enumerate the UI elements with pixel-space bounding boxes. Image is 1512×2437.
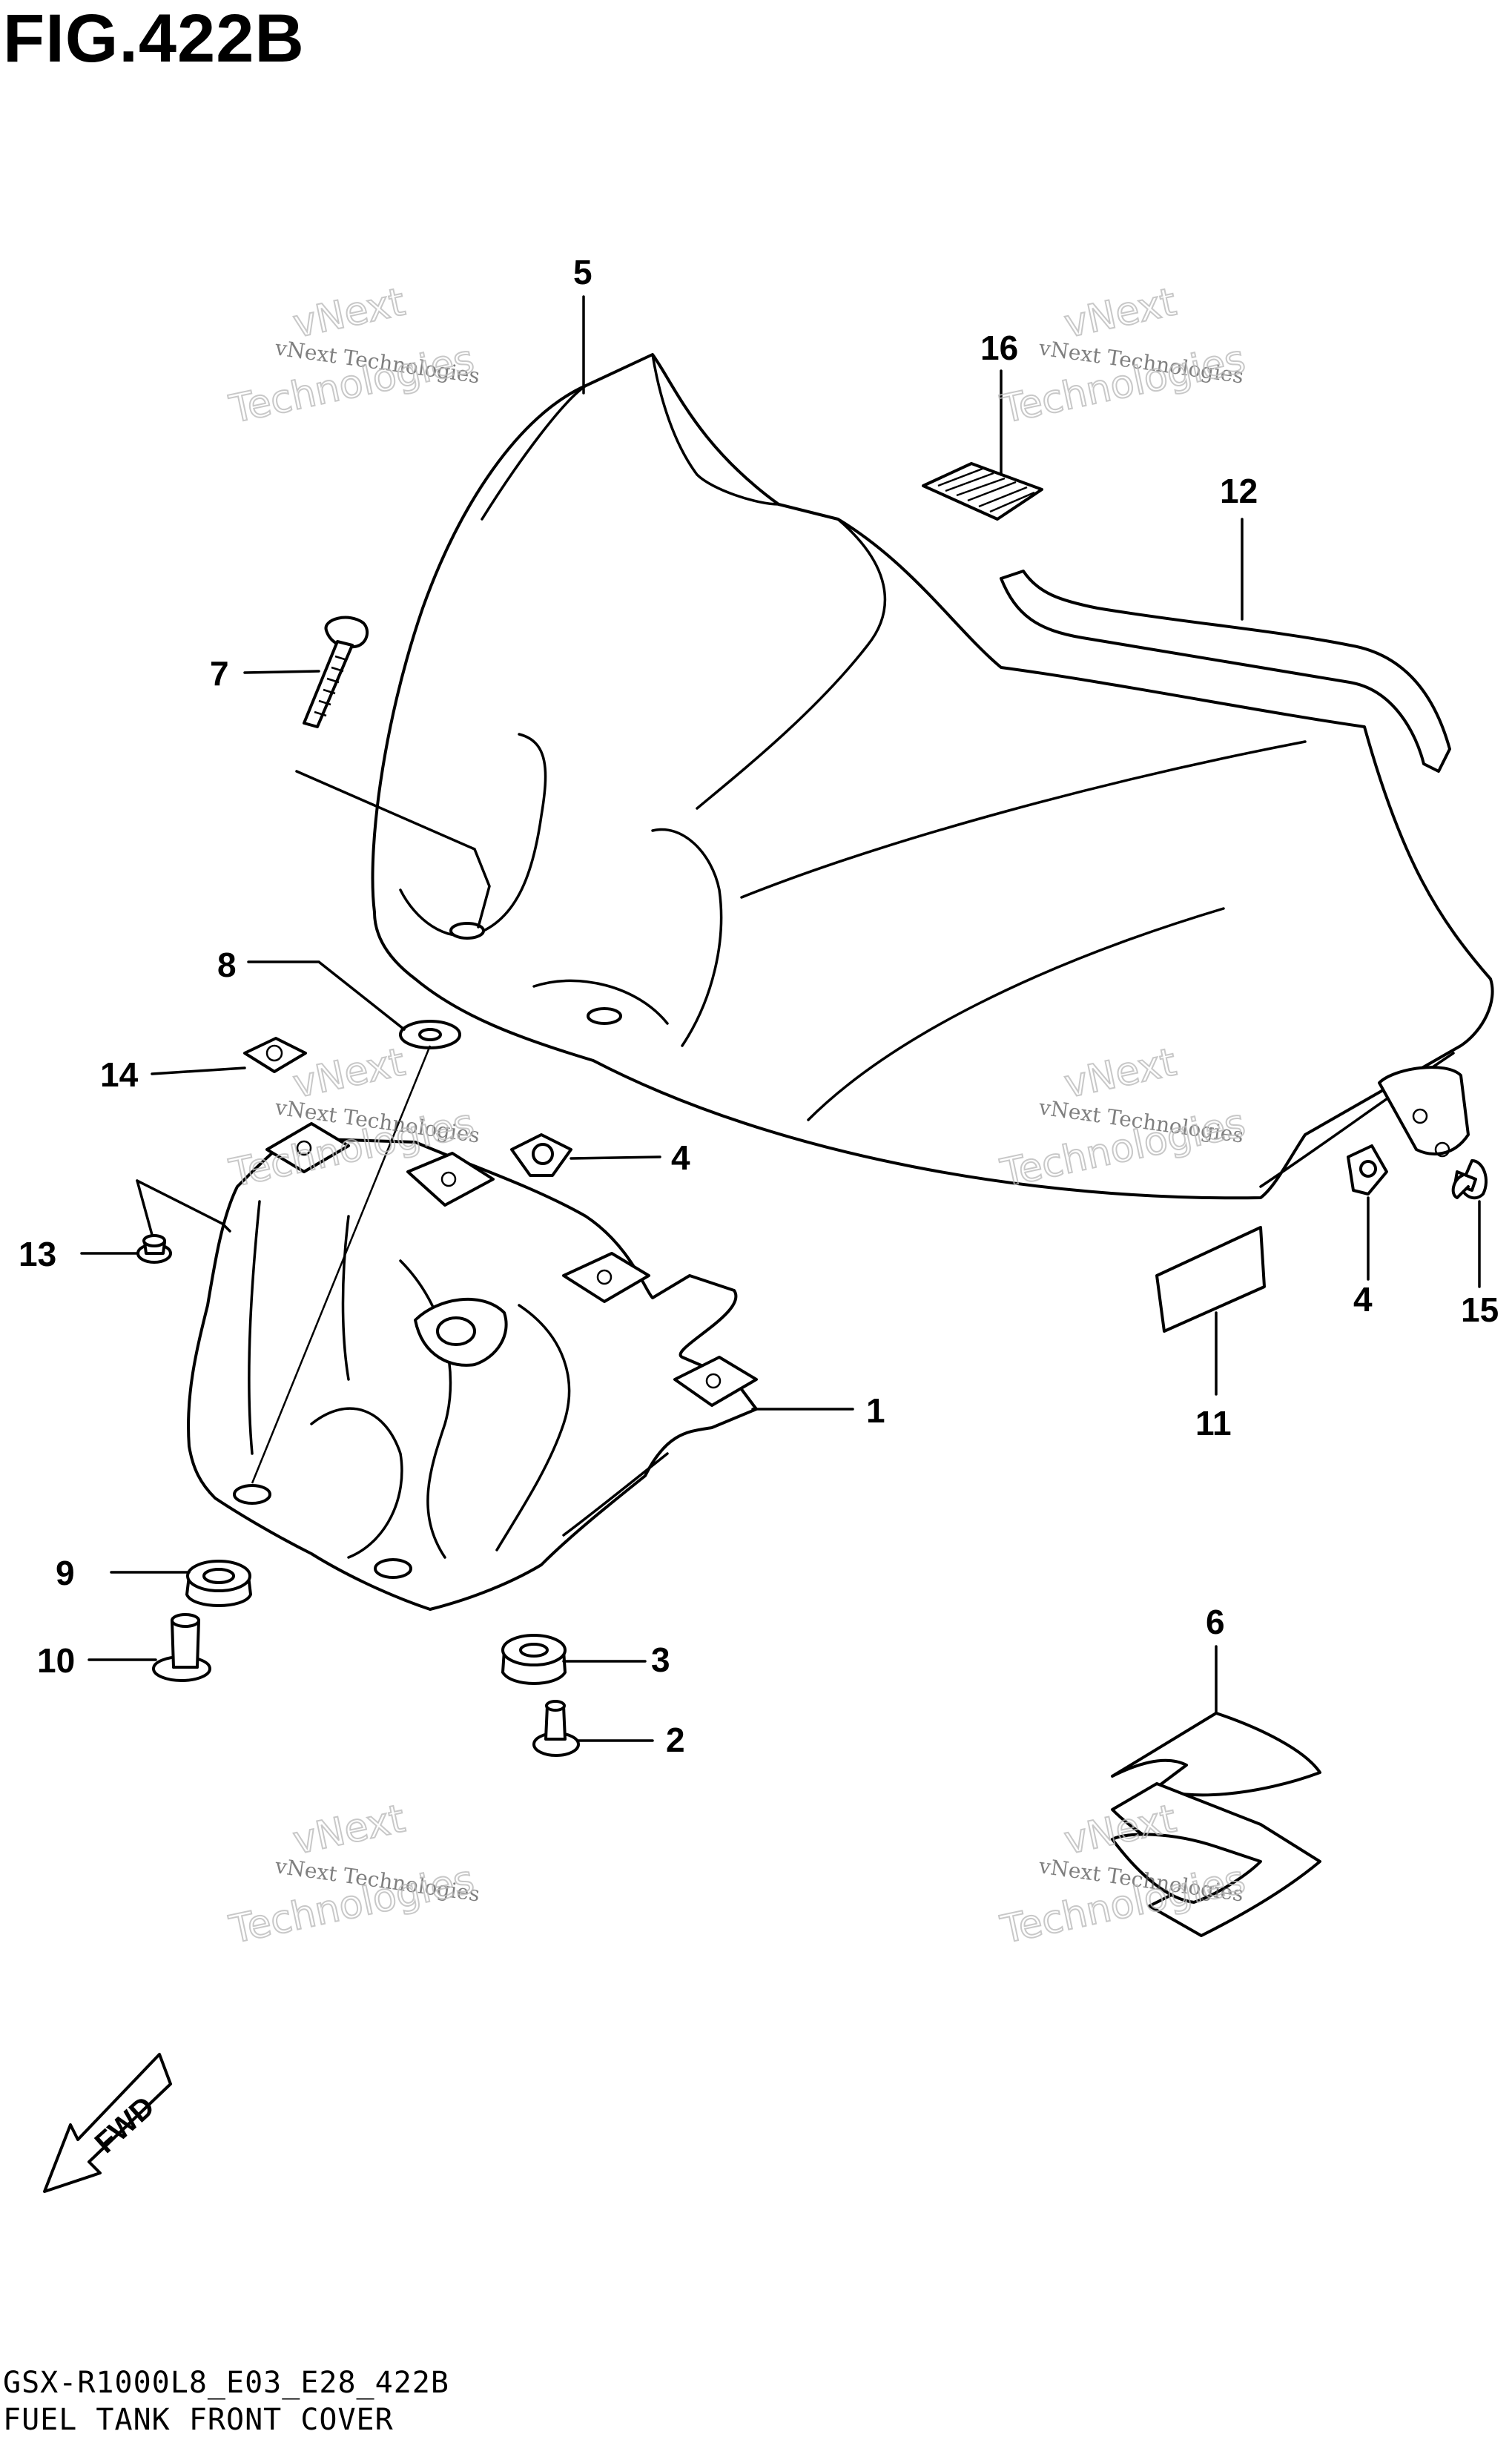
grommet-part-3 bbox=[501, 1634, 567, 1685]
svg-text:vNext: vNext bbox=[289, 1796, 409, 1863]
diagram-code: GSX-R1000L8_E03_E28_422B bbox=[3, 2366, 449, 2400]
callout-4a: 4 bbox=[671, 1138, 690, 1177]
washer-part-8 bbox=[399, 1020, 461, 1049]
callout-13: 13 bbox=[19, 1235, 56, 1273]
svg-text:vNext: vNext bbox=[289, 1040, 409, 1107]
collar-part-10 bbox=[152, 1613, 211, 1682]
callout-15: 15 bbox=[1461, 1290, 1499, 1329]
callout-8: 8 bbox=[217, 946, 237, 984]
cushion-pad-part-11 bbox=[1155, 1226, 1266, 1333]
svg-text:vNext: vNext bbox=[289, 280, 409, 346]
callout-6: 6 bbox=[1206, 1603, 1225, 1641]
watermark-bottom-left: vNext vNext Technologies Technologies bbox=[225, 1795, 481, 1953]
callout-14: 14 bbox=[100, 1055, 139, 1094]
callout-10: 10 bbox=[37, 1641, 75, 1680]
callout-7: 7 bbox=[210, 654, 229, 693]
fuel-tank-front-cover-part-5 bbox=[371, 353, 1494, 1200]
callout-labels: 1 2 3 4 4 5 6 7 8 9 10 11 12 13 14 15 16 bbox=[19, 253, 1499, 1759]
callout-12: 12 bbox=[1220, 472, 1258, 510]
bolt-part-7 bbox=[303, 616, 369, 728]
callout-11: 11 bbox=[1195, 1404, 1232, 1442]
callout-4b: 4 bbox=[1353, 1280, 1373, 1319]
inner-cover-part-1 bbox=[187, 1122, 758, 1611]
diagram-caption: FUEL TANK FRONT COVER bbox=[3, 2403, 394, 2437]
watermark-top-right: vNext vNext Technologies Technologies bbox=[996, 279, 1249, 432]
grommet-part-13 bbox=[136, 1234, 172, 1264]
grommet-part-9 bbox=[185, 1560, 252, 1607]
clip-nut-part-4b bbox=[1347, 1144, 1388, 1196]
bolt-part-2 bbox=[532, 1700, 580, 1757]
callout-9: 9 bbox=[56, 1554, 75, 1592]
figure-title: FIG.422B bbox=[3, 1, 305, 76]
callout-2: 2 bbox=[666, 1721, 685, 1759]
watermark-top-left: vNext vNext Technologies Technologies bbox=[225, 279, 481, 432]
rivet-part-15 bbox=[1451, 1159, 1488, 1200]
callout-3: 3 bbox=[651, 1640, 670, 1679]
clip-nut-part-4a bbox=[510, 1133, 572, 1177]
label-part-16 bbox=[922, 462, 1043, 521]
callout-1: 1 bbox=[866, 1391, 885, 1430]
rubber-strip-part-12 bbox=[1000, 570, 1451, 773]
callout-5: 5 bbox=[573, 253, 592, 291]
callout-16: 16 bbox=[980, 329, 1018, 367]
forward-direction-arrow-icon: FWD bbox=[43, 2053, 172, 2193]
emblem-part-6 bbox=[1111, 1712, 1321, 1937]
svg-text:vNext: vNext bbox=[1060, 280, 1180, 346]
nut-part-14 bbox=[243, 1037, 307, 1073]
leader-lines bbox=[80, 295, 1481, 1742]
